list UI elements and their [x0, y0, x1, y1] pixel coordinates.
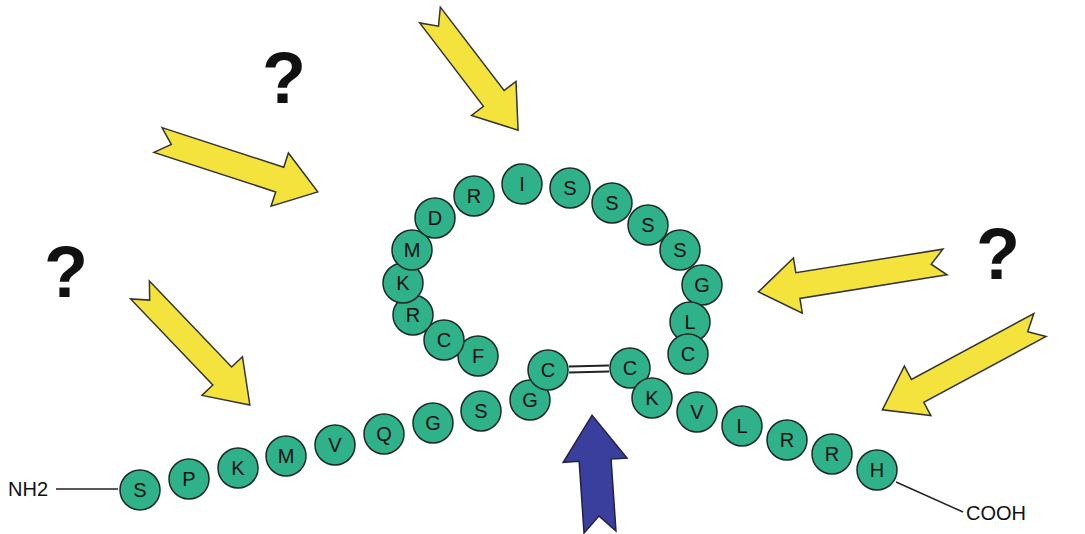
disulfide-bond: [569, 366, 609, 373]
residue-letter: C: [541, 360, 555, 380]
residue-circle: H: [856, 449, 898, 491]
residue-circle: R: [766, 419, 808, 461]
residue-circle: S: [549, 167, 591, 209]
residue-letter: S: [641, 215, 654, 235]
residue-circle: D: [414, 197, 456, 239]
terminus-label: NH2: [8, 479, 48, 499]
residue-letter: G: [522, 390, 538, 410]
residue-letter: V: [690, 402, 703, 422]
residue-letter: K: [645, 388, 658, 408]
residue-circle: L: [721, 405, 763, 447]
residue-circle: S: [659, 229, 701, 271]
residue-circle: R: [811, 433, 853, 475]
residue-letter: M: [278, 446, 295, 466]
residue-circle: C: [667, 333, 709, 375]
residue-letter: G: [425, 413, 441, 433]
yellow-arrow: [754, 234, 949, 319]
yellow-arrow: [149, 113, 326, 218]
residue-circle: G: [412, 402, 454, 444]
residue-letter: F: [472, 346, 484, 366]
question-mark: ?: [262, 42, 306, 114]
question-mark: ?: [976, 218, 1020, 290]
residue-letter: K: [231, 458, 244, 478]
residue-letter: C: [623, 358, 637, 378]
residue-circle: K: [217, 447, 259, 489]
residue-letter: S: [474, 401, 487, 421]
residue-circle: K: [631, 377, 673, 419]
yellow-arrow: [869, 300, 1053, 434]
residue-circle: S: [460, 390, 502, 432]
residue-letter: D: [428, 208, 442, 228]
yellow-arrow: [408, 0, 541, 147]
residue-circle: C: [527, 349, 569, 391]
residue-letter: I: [519, 174, 525, 194]
leader-line: [56, 488, 118, 490]
residue-letter: Q: [376, 424, 392, 444]
residue-letter: L: [736, 416, 747, 436]
residue-letter: G: [694, 275, 710, 295]
residue-letter: P: [182, 469, 195, 489]
question-mark: ?: [44, 236, 88, 308]
residue-circle: V: [676, 391, 718, 433]
residue-letter: S: [605, 193, 618, 213]
residue-letter: S: [563, 178, 576, 198]
residue-letter: R: [467, 186, 481, 206]
blue-arrow: [560, 413, 632, 534]
residue-letter: V: [328, 435, 341, 455]
residue-circle: I: [501, 163, 543, 205]
residue-letter: R: [406, 305, 420, 325]
residue-letter: S: [133, 480, 146, 500]
residue-circle: P: [168, 458, 210, 500]
residue-circle: G: [681, 264, 723, 306]
leader-line: [896, 482, 963, 512]
residue-letter: K: [396, 273, 409, 293]
residue-letter: C: [681, 344, 695, 364]
residue-letter: R: [825, 444, 839, 464]
residue-circle: S: [119, 469, 161, 511]
residue-letter: S: [673, 240, 686, 260]
residue-circle: S: [591, 182, 633, 224]
residue-circle: V: [314, 424, 356, 466]
residue-circle: R: [453, 175, 495, 217]
residue-circle: Q: [363, 413, 405, 455]
yellow-arrow: [120, 271, 270, 425]
residue-circle: M: [265, 435, 307, 477]
residue-letter: C: [437, 330, 451, 350]
residue-letter: M: [404, 240, 421, 260]
residue-letter: H: [870, 460, 884, 480]
terminus-label: COOH: [966, 503, 1026, 523]
residue-letter: L: [684, 312, 695, 332]
residue-letter: R: [780, 430, 794, 450]
